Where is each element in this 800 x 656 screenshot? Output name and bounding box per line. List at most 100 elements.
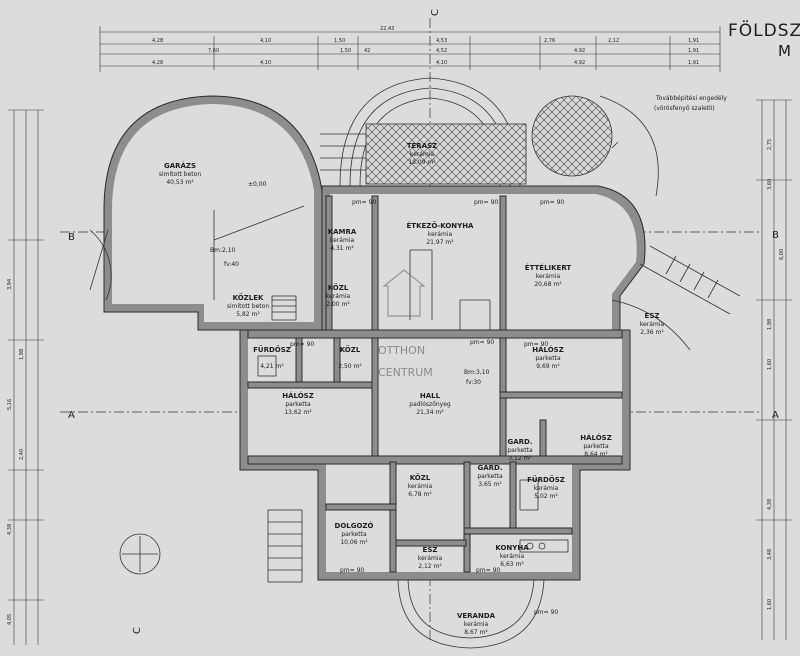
dim-right-7: 3,48 xyxy=(767,549,773,560)
label-pm-4: pm= 90 xyxy=(290,341,314,348)
label-pm-3: pm= 90 xyxy=(540,199,564,206)
axis-a-left: A xyxy=(68,410,75,421)
room-finish: kerámia xyxy=(410,151,435,158)
room-area: 2,00 m² xyxy=(326,301,350,308)
label-level: ±0,00 xyxy=(248,181,267,188)
room-name: HALL xyxy=(420,392,441,400)
dim-top-11: 4,52 xyxy=(436,48,447,54)
dim-left-3: 5,16 xyxy=(7,399,13,410)
dim-top-1: 4,28 xyxy=(152,38,163,44)
dim-left-5: 4,38 xyxy=(7,524,13,535)
house-walls xyxy=(239,185,741,649)
label-pm-7: pm= 90 xyxy=(340,567,364,574)
label-pm-9: pm= 90 xyxy=(534,609,558,616)
dim-top-3: 1,50 xyxy=(334,38,345,44)
room-area: 2,50 m² xyxy=(338,363,362,370)
dim-top-10: 42 xyxy=(364,48,370,54)
room-name: ÉTTÉLIKERT xyxy=(525,263,572,272)
room-finish: parketta xyxy=(285,401,311,408)
axis-c-top: C xyxy=(430,9,441,16)
room-name: KÖZL xyxy=(410,473,431,482)
dim-right-3: 6,00 xyxy=(779,249,785,260)
room-finish: simított beton xyxy=(227,303,269,310)
room-name: KONYHA xyxy=(495,544,529,552)
dim-top-6: 2,12 xyxy=(608,38,619,44)
room-name: VERANDA xyxy=(457,612,496,620)
label-pm-5: pm= 90 xyxy=(470,339,494,346)
room-area: 3,12 m² xyxy=(508,455,532,462)
dim-right-8: 1,60 xyxy=(767,599,773,610)
sheet-title: FÖLDSZ xyxy=(728,19,800,41)
dim-top-7: 1,91 xyxy=(688,38,699,44)
dim-left-6: 4,05 xyxy=(7,614,13,625)
watermark-line2: CENTRUM xyxy=(378,366,433,379)
room-name: DOLGOZÓ xyxy=(335,521,374,530)
dim-top-15: 4,10 xyxy=(260,60,271,66)
room-name: HÁLÓSZ xyxy=(282,391,314,400)
room-finish: parketta xyxy=(477,473,503,480)
dim-left-4: 2,40 xyxy=(19,449,25,460)
dim-top-5: 2,76 xyxy=(544,38,555,44)
watermark: OTTHON CENTRUM xyxy=(378,269,433,379)
room-area: 4,21 m² xyxy=(260,363,284,370)
dim-top-14: 4,28 xyxy=(152,60,163,66)
room-finish: kerámia xyxy=(428,231,453,238)
axis-a-right: A xyxy=(772,410,779,421)
room-name: KÖZL xyxy=(340,345,361,354)
room-area: 2,36 m² xyxy=(640,329,664,336)
dim-top-16: 4,10 xyxy=(436,60,447,66)
terrace xyxy=(320,77,527,187)
label-bm-left: Bm:2,10 xyxy=(210,247,236,254)
room-finish: padlószőnyeg xyxy=(409,401,451,408)
north-arrow xyxy=(119,533,161,575)
room-area: 6,63 m² xyxy=(500,561,524,568)
room-finish: kerámia xyxy=(326,293,351,300)
gazebo-note-line2: (vörösfenyő szaletli) xyxy=(654,105,715,112)
room-name: KÖZL xyxy=(328,283,349,292)
axis-b-left: B xyxy=(68,232,75,243)
room-name: ESZ xyxy=(645,312,660,320)
dim-right-2: 3,60 xyxy=(767,179,773,190)
room-area: 2,12 m² xyxy=(418,563,442,570)
label-pm-1: pm= 90 xyxy=(352,199,376,206)
room-name: TERASZ xyxy=(407,142,437,150)
room-finish: kerámia xyxy=(464,621,489,628)
room-name: ÉTKEZŐ-KONYHA xyxy=(407,221,475,230)
room-name: ESZ xyxy=(423,546,438,554)
room-finish: parketta xyxy=(507,447,533,454)
dim-top-17: 4,92 xyxy=(574,60,585,66)
room-finish: parketta xyxy=(535,355,561,362)
room-area: 21,34 m² xyxy=(416,409,444,416)
label-bm-hall: Bm:3,10 xyxy=(464,369,490,376)
room-area: 18,09 m² xyxy=(408,159,436,166)
room-name: HÁLÓSZ xyxy=(532,345,564,354)
room-name: GARÁZS xyxy=(164,161,196,170)
room-area: 8,64 m² xyxy=(584,451,608,458)
dim-top-18: 1,91 xyxy=(688,60,699,66)
sheet-title-line2: M xyxy=(778,42,791,60)
room-name: FÜRDŐSZ xyxy=(527,475,565,484)
dim-right-5: 1,60 xyxy=(767,359,773,370)
garage-block xyxy=(89,95,323,331)
dim-top-13: 1,91 xyxy=(688,48,699,54)
label-fv-hall: fv:30 xyxy=(466,379,481,386)
dim-top-2: 4,10 xyxy=(260,38,271,44)
room-finish: kerámia xyxy=(536,273,561,280)
left-dimension-chains: 3,94 1,98 5,16 2,40 4,38 4,05 xyxy=(7,109,44,645)
